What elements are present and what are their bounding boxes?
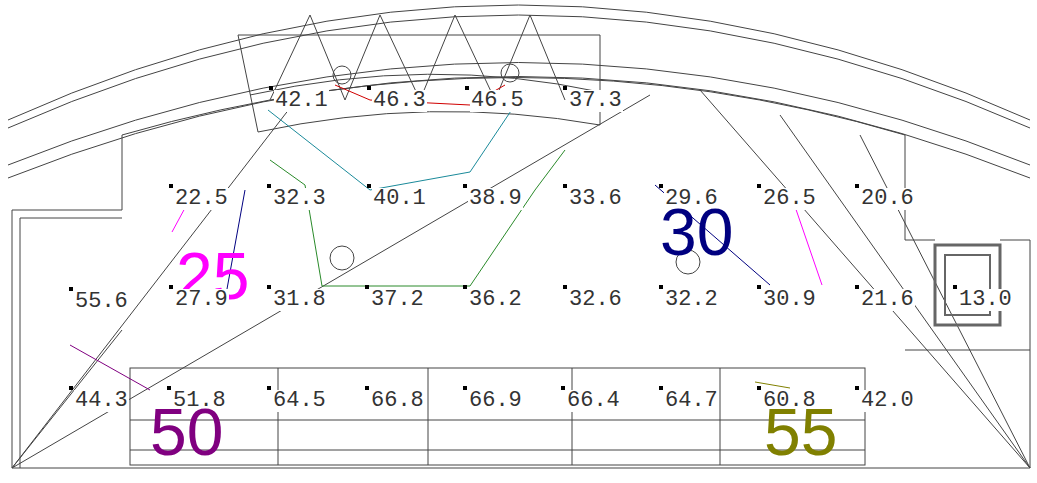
balcony-outline [238, 35, 258, 132]
grid-point [855, 285, 859, 289]
illuminance-value: 36.2 [468, 289, 523, 311]
grid-point [367, 184, 371, 188]
counter [130, 450, 865, 451]
illuminance-value: 55.6 [74, 291, 129, 313]
grid-point [659, 184, 663, 188]
grid-point [267, 184, 271, 188]
luminaire-symbol [333, 66, 351, 84]
contour-label: 30 [660, 199, 733, 265]
counter [130, 368, 865, 465]
illuminance-value: 26.5 [762, 188, 817, 210]
grid-point [757, 386, 761, 390]
isolux-contour [270, 150, 565, 286]
roof-arc [8, 63, 1030, 166]
construction-line [12, 95, 300, 468]
illuminance-value: 31.8 [272, 289, 327, 311]
grid-point [267, 285, 271, 289]
contour-label: 55 [764, 399, 837, 465]
isolux-contour [655, 185, 770, 285]
grid-point [561, 386, 565, 390]
illuminance-value: 32.2 [664, 289, 719, 311]
sink-symbol [935, 245, 1000, 325]
illuminance-value: 33.6 [568, 188, 623, 210]
grid-point [563, 285, 567, 289]
balcony-outline [238, 35, 600, 125]
illuminance-value: 46.5 [470, 90, 525, 112]
grid-point [953, 285, 957, 289]
counter [428, 368, 429, 465]
grid-point [463, 386, 467, 390]
illuminance-value: 38.9 [468, 188, 523, 210]
grid-point [465, 86, 469, 90]
illuminance-value: 22.5 [174, 188, 229, 210]
grid-point [563, 86, 567, 90]
room-wall [20, 218, 122, 468]
grid-point [659, 386, 663, 390]
illuminance-value: 66.8 [370, 390, 425, 412]
counter [278, 368, 279, 465]
grid-point [69, 287, 73, 291]
illuminance-value: 13.0 [958, 289, 1013, 311]
room-wall [905, 350, 1030, 351]
roof-arc [8, 15, 1030, 128]
grid-point [855, 386, 859, 390]
illuminance-value: 32.3 [272, 188, 327, 210]
illuminance-value: 37.3 [568, 90, 623, 112]
illuminance-value: 66.9 [468, 390, 523, 412]
grid-point [167, 386, 171, 390]
balcony-truss [270, 15, 565, 100]
isolux-contour [70, 345, 150, 390]
grid-point [463, 285, 467, 289]
counter [720, 368, 721, 465]
grid-point [267, 386, 271, 390]
grid-point [757, 285, 761, 289]
illuminance-value: 27.9 [174, 289, 229, 311]
balcony-outline [258, 112, 600, 132]
illuminance-value: 20.6 [860, 188, 915, 210]
grid-point [365, 386, 369, 390]
illuminance-value: 21.6 [860, 289, 915, 311]
illuminance-value: 64.7 [664, 390, 719, 412]
construction-line [700, 90, 1030, 468]
luminaire-symbol [330, 246, 354, 270]
room-wall [12, 240, 1030, 468]
illuminance-value: 32.6 [568, 289, 623, 311]
illuminance-value: 64.5 [272, 390, 327, 412]
grid-point [169, 285, 173, 289]
grid-point [855, 184, 859, 188]
illuminance-value: 37.2 [370, 289, 425, 311]
grid-point [69, 386, 73, 390]
counter [130, 420, 865, 421]
grid-point [269, 86, 273, 90]
counter [572, 368, 573, 465]
grid-point [365, 285, 369, 289]
illuminance-value: 66.4 [566, 390, 621, 412]
grid-point [169, 184, 173, 188]
isolux-contour [268, 90, 525, 190]
grid-point [463, 184, 467, 188]
luminaire-symbol [501, 64, 519, 82]
illuminance-value: 44.3 [74, 390, 129, 412]
illuminance-value: 40.1 [372, 188, 427, 210]
construction-line [860, 135, 1030, 468]
illuminance-value: 42.0 [860, 390, 915, 412]
construction-line [12, 95, 650, 468]
grid-point [367, 86, 371, 90]
grid-point [659, 285, 663, 289]
illuminance-value: 30.9 [762, 289, 817, 311]
grid-point [563, 184, 567, 188]
illuminance-value: 42.1 [274, 90, 329, 112]
contour-label: 50 [150, 399, 223, 465]
illuminance-value: 46.3 [372, 90, 427, 112]
grid-point [757, 184, 761, 188]
roof-arc [8, 77, 1030, 179]
